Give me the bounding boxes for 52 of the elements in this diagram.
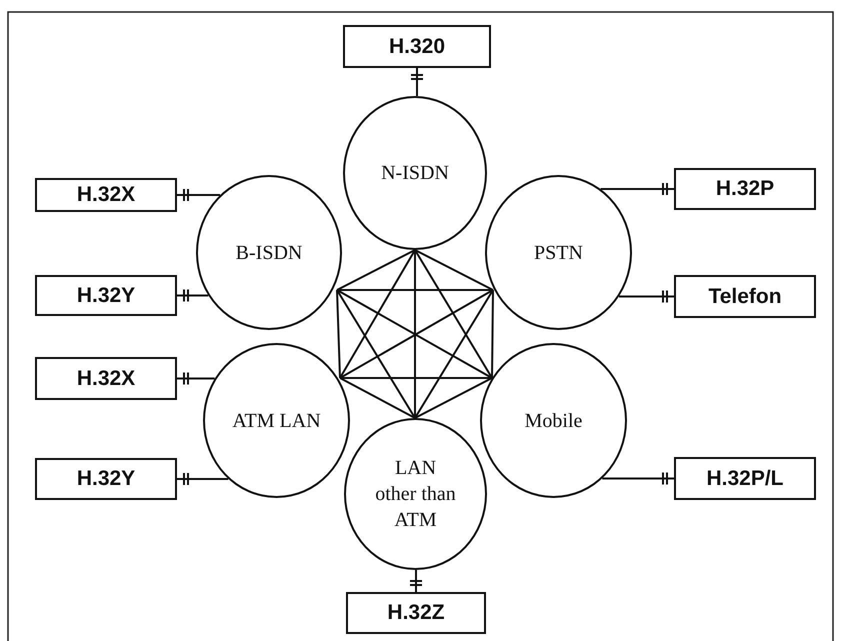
link-line [414,377,492,419]
link-line [337,289,493,291]
link-line [414,249,494,291]
link-line [414,249,493,379]
link-line [340,377,416,419]
link-line [340,377,492,379]
terminal-box [35,275,177,316]
node-label: H.32X [76,183,136,207]
network-circle [343,96,487,250]
link-line [336,290,341,378]
link-line [336,289,416,419]
connector-line [410,570,422,592]
connector-line [619,290,674,302]
link-line [414,289,494,419]
terminal-box [343,25,491,68]
node-label: H.32Y [76,284,136,308]
node-label: H.32X [76,366,136,390]
node-label: ATM LAN [232,408,321,434]
network-circle [203,343,350,498]
node-label: B-ISDN [236,240,302,266]
network-circle [485,175,632,330]
terminal-box [674,457,816,500]
network-circle [196,175,342,330]
node-label: H.32Y [76,467,136,491]
node-label: H.32P/L [706,466,784,490]
connector-line [600,183,674,195]
node-label: H.32P [716,177,774,201]
terminal-box [35,458,177,500]
node-label: N-ISDN [381,161,449,186]
node-label: Mobile [524,408,582,434]
connector-line [411,68,423,96]
terminal-box [35,357,177,400]
network-circle [344,418,487,570]
connector-line [177,290,208,302]
node-label: H.32Z [387,601,445,625]
node-label: PSTN [534,240,583,266]
connector-line [177,473,228,485]
terminal-box [346,592,486,634]
link-line [414,250,416,418]
connector-line [177,189,220,201]
node-label: H.320 [388,34,446,58]
link-line [491,290,494,378]
node-label: Telefon [708,284,782,308]
terminal-box [674,275,816,318]
connector-line [602,472,674,484]
terminal-box [674,168,816,210]
link-line [336,249,416,291]
terminal-box [35,178,177,212]
link-line [339,250,416,378]
connector-line [177,372,215,384]
node-label: LAN other than ATM [374,456,457,533]
network-circle [480,343,627,498]
